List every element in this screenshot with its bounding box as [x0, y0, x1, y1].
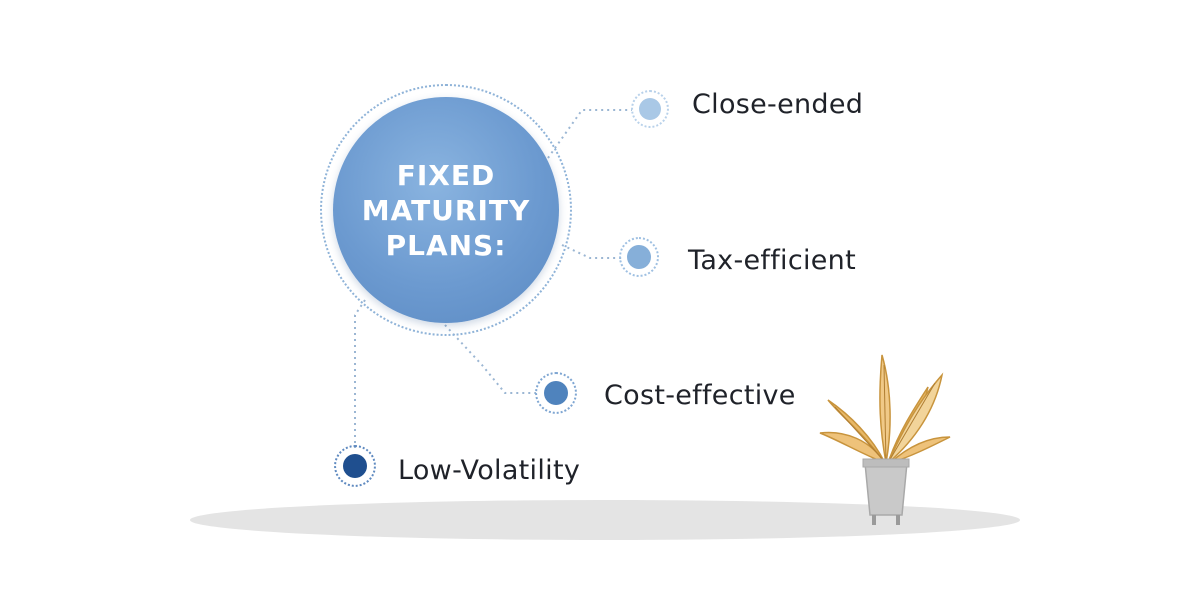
item-label-cost-effective: Cost-effective: [604, 380, 796, 411]
node-ring-low-volatility: [334, 445, 376, 487]
item-label-tax-efficient: Tax-efficient: [688, 245, 856, 276]
connector-low-volatility: [354, 299, 366, 448]
item-label-close-ended: Close-ended: [692, 89, 864, 120]
node-tax-efficient: [627, 245, 651, 269]
connector-close-ended: [547, 109, 632, 159]
node-ring-close-ended: [631, 90, 669, 128]
node-ring-cost-effective: [535, 372, 577, 414]
hub-outer-ring: [320, 84, 572, 336]
potted-plant-icon: [819, 354, 951, 525]
node-close-ended: [639, 98, 661, 120]
connector-cost-effective: [444, 324, 536, 394]
item-label-low-volatility: Low-Volatility: [398, 455, 581, 486]
node-low-volatility: [343, 454, 367, 478]
hub-title: FIXED MATURITY PLANS:: [362, 158, 531, 263]
hub-circle: FIXED MATURITY PLANS:: [333, 97, 559, 323]
hub-title-line-3: PLANS:: [385, 228, 507, 262]
node-cost-effective: [544, 381, 568, 405]
hub-title-line-2: MATURITY: [361, 193, 531, 227]
connector-tax-efficient: [561, 244, 622, 259]
node-ring-tax-efficient: [619, 237, 659, 277]
hub-title-line-1: FIXED: [396, 158, 496, 192]
